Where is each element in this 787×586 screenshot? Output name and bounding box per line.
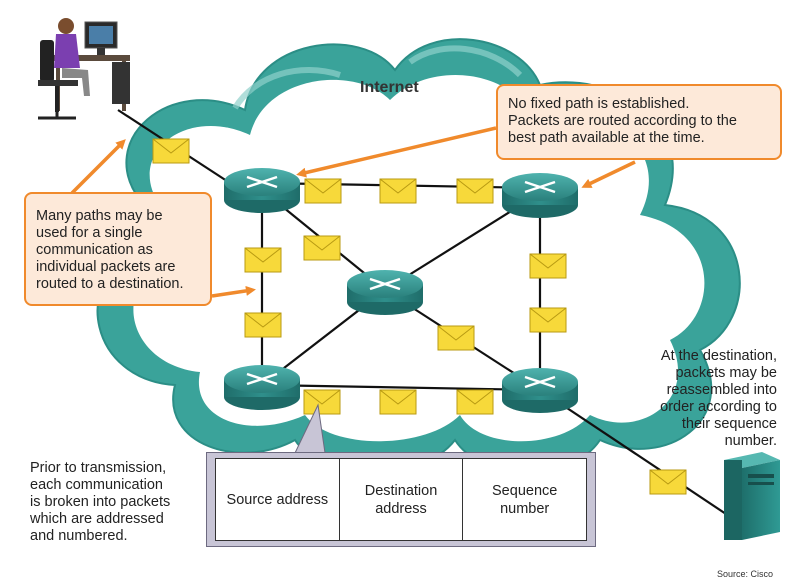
packet-envelope-icon	[379, 389, 417, 415]
packet-envelope-icon	[456, 178, 494, 204]
router-bottom-left	[224, 365, 300, 410]
packet-envelope-icon	[529, 253, 567, 279]
packet-header-box: Source address Destination address Seque…	[206, 452, 596, 547]
internet-label: Internet	[360, 79, 419, 96]
packets	[152, 138, 687, 495]
packet-header-fields: Source address Destination address Seque…	[215, 458, 587, 541]
sequence-number-field: Sequence number	[492, 482, 558, 517]
many-paths-callout: Many paths may be used for a single comm…	[24, 192, 212, 306]
router-center	[347, 270, 423, 315]
server-icon	[724, 452, 780, 540]
callout-line: communication as	[36, 242, 153, 258]
callout-arrows	[70, 126, 636, 298]
no-fixed-path-callout: No fixed path is established. Packets ar…	[496, 84, 782, 160]
callout-line: used for a single	[36, 225, 143, 241]
packet-envelope-icon	[529, 307, 567, 333]
source-credit: Source: Cisco	[716, 569, 773, 579]
callout-line: routed to a destination.	[36, 276, 184, 292]
packet-envelope-icon	[244, 312, 282, 338]
packet-envelope-icon	[456, 389, 494, 415]
router-bottom-right	[502, 368, 578, 413]
note-line: and numbered.	[30, 528, 128, 544]
callout-line: best path available at the time.	[508, 130, 705, 146]
router-top-left	[224, 168, 300, 213]
packet-envelope-icon	[152, 138, 190, 164]
source-address-field: Source address	[216, 459, 340, 540]
note-line: number.	[724, 433, 777, 449]
packet-envelope-icon	[303, 235, 341, 261]
note-line: which are addressed	[30, 511, 164, 527]
note-line: Prior to transmission,	[30, 460, 167, 476]
note-line: packets may be	[675, 365, 777, 381]
callout-line: Packets are routed according to the	[508, 113, 737, 129]
note-line: At the destination,	[660, 348, 777, 364]
packet-envelope-icon	[304, 178, 342, 204]
callout-line: individual packets are	[36, 259, 176, 275]
router-top-right	[502, 173, 578, 218]
packet-envelope-icon	[244, 247, 282, 273]
packet-envelope-icon	[303, 389, 341, 415]
packet-envelope-icon	[379, 178, 417, 204]
callout-line: No fixed path is established.	[508, 96, 690, 112]
note-line: reassembled into	[666, 382, 777, 398]
note-line: is broken into packets	[30, 494, 171, 510]
destination-address-field: Destination address	[340, 459, 464, 540]
packet-envelope-icon	[649, 469, 687, 495]
callout-line: Many paths may be	[36, 208, 163, 224]
user-at-computer-icon	[38, 18, 130, 120]
packet-envelope-icon	[437, 325, 475, 351]
note-line: order according to	[660, 399, 777, 415]
note-line: their sequence	[681, 416, 777, 432]
note-line: each communication	[30, 477, 163, 493]
transmission-note: Prior to transmission, each communicatio…	[30, 460, 170, 545]
destination-note: At the destination, packets may be reass…	[660, 348, 777, 450]
